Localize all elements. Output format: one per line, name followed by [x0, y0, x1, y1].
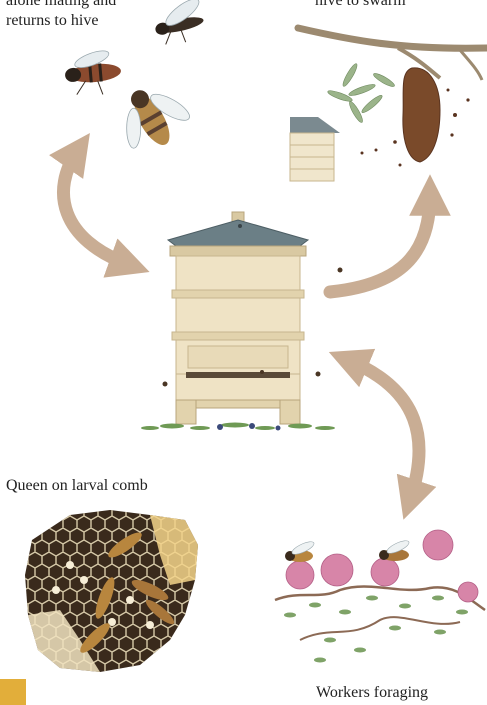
- bee-icon: [379, 538, 411, 561]
- bee-icon: [150, 0, 209, 48]
- arrow-to-swarm: [330, 195, 430, 292]
- arrow-foraging-cycle: [348, 360, 419, 500]
- bee-icon: [104, 71, 200, 162]
- bee-icon: [285, 539, 316, 562]
- beehive-icon: [141, 212, 343, 431]
- arrow-mating-cycle: [63, 150, 130, 265]
- small-hive-icon: [290, 117, 340, 181]
- bee-icon: [63, 46, 123, 97]
- accent-swatch: [0, 679, 26, 705]
- honeycomb-icon: [25, 510, 198, 672]
